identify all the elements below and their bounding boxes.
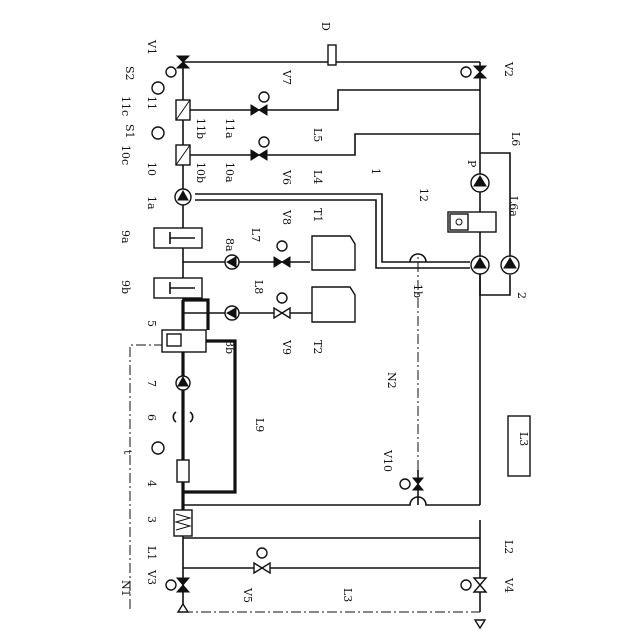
label-V6: V6: [280, 169, 293, 185]
label-V7: V7: [280, 69, 293, 85]
label-L5: L5: [311, 128, 324, 142]
label-V5: V5: [241, 587, 254, 603]
label-L1: L1: [145, 546, 158, 560]
label-6: 6: [145, 414, 158, 421]
valve-V9: [274, 293, 290, 318]
pipe-L2: [183, 497, 480, 505]
label-S1: S1: [123, 124, 136, 139]
label-9b: 9b: [119, 280, 132, 294]
valve-V2: [474, 66, 486, 78]
label-L3-box: L3: [517, 432, 530, 446]
valve-V2-actuator: [461, 67, 471, 77]
pipe-L9: [183, 341, 235, 492]
component-D: [328, 45, 336, 65]
label-5: 5: [145, 320, 158, 327]
valve-V3: [166, 578, 189, 592]
filter-9a: [154, 228, 202, 248]
label-12: 12: [417, 188, 430, 202]
label-S2: S2: [123, 66, 136, 81]
label-10a: 10a: [223, 162, 236, 183]
pipe-pump2: [480, 270, 510, 295]
label-7: 7: [145, 380, 158, 387]
inlet-arrow: [178, 604, 188, 612]
label-1b: 1b: [411, 284, 424, 298]
label-N1: N1: [119, 580, 132, 597]
label-V4: V4: [502, 577, 515, 593]
label-10c: 10c: [119, 145, 132, 165]
label-V9: V9: [280, 339, 293, 355]
pipe-L6: [480, 153, 510, 262]
pump-P: [471, 174, 489, 192]
valve-V1-actuator: [166, 67, 176, 77]
label-P: P: [465, 160, 478, 168]
label-L9: L9: [253, 418, 266, 432]
pump-8b: [225, 306, 239, 320]
label-L2: L2: [502, 540, 515, 554]
heat-exchanger-3: [174, 510, 192, 536]
pump-8a: [225, 255, 239, 269]
pipe-L5: [183, 90, 480, 110]
valve-V4: [461, 578, 486, 592]
label-L6: L6: [509, 132, 522, 146]
label-T1: T1: [311, 208, 324, 222]
pump-1a: [175, 189, 191, 205]
valve-V8: [274, 241, 290, 267]
label-1a: 1a: [145, 196, 158, 210]
label-V10: V10: [381, 449, 394, 472]
valve-V5: [254, 548, 270, 573]
label-L4: L4: [311, 170, 324, 184]
label-11b: 11b: [194, 118, 207, 139]
label-10: 10: [145, 162, 158, 176]
valve-V6: [251, 137, 269, 160]
pipe-L9-top: [183, 300, 208, 330]
tank-T2: [312, 287, 355, 322]
label-11a: 11a: [223, 118, 236, 139]
label-1: 1: [369, 168, 382, 175]
label-N2: N2: [385, 372, 398, 389]
pump-2: [501, 256, 519, 274]
component-4: [177, 460, 189, 482]
label-V3: V3: [145, 569, 158, 585]
label-t: t: [121, 450, 134, 455]
label-11: 11: [145, 96, 158, 110]
valve-V7: [251, 92, 269, 115]
label-11c: 11c: [119, 96, 132, 116]
valve-V10: [400, 478, 423, 490]
label-4: 4: [145, 480, 158, 487]
label-10b: 10b: [194, 162, 207, 183]
label-8b: 8b: [223, 340, 236, 354]
component-5: [162, 330, 206, 352]
label-L3: L3: [341, 588, 354, 602]
label-8a: 8a: [223, 238, 236, 252]
sensor-S2: [152, 82, 164, 94]
label-L6a: L6a: [507, 196, 520, 217]
label-V8: V8: [280, 209, 293, 225]
component-11: [176, 100, 190, 120]
sensor-S1: [152, 127, 164, 139]
sensor-t: [152, 442, 164, 454]
label-V2: V2: [502, 61, 515, 77]
label-3: 3: [145, 516, 158, 523]
filter-9b: [154, 278, 202, 298]
pump-1b: [471, 256, 489, 274]
component-12: [448, 212, 496, 232]
tank-T1: [312, 236, 355, 270]
outlet-arrow: [475, 620, 485, 628]
pump-7: [176, 376, 190, 390]
label-2: 2: [515, 292, 528, 299]
label-L7: L7: [249, 228, 262, 242]
label-V1: V1: [145, 39, 158, 55]
component-10: [176, 145, 190, 165]
label-T2: T2: [311, 340, 324, 354]
label-D: D: [319, 22, 332, 31]
label-L8: L8: [252, 280, 265, 294]
label-9a: 9a: [119, 230, 132, 244]
